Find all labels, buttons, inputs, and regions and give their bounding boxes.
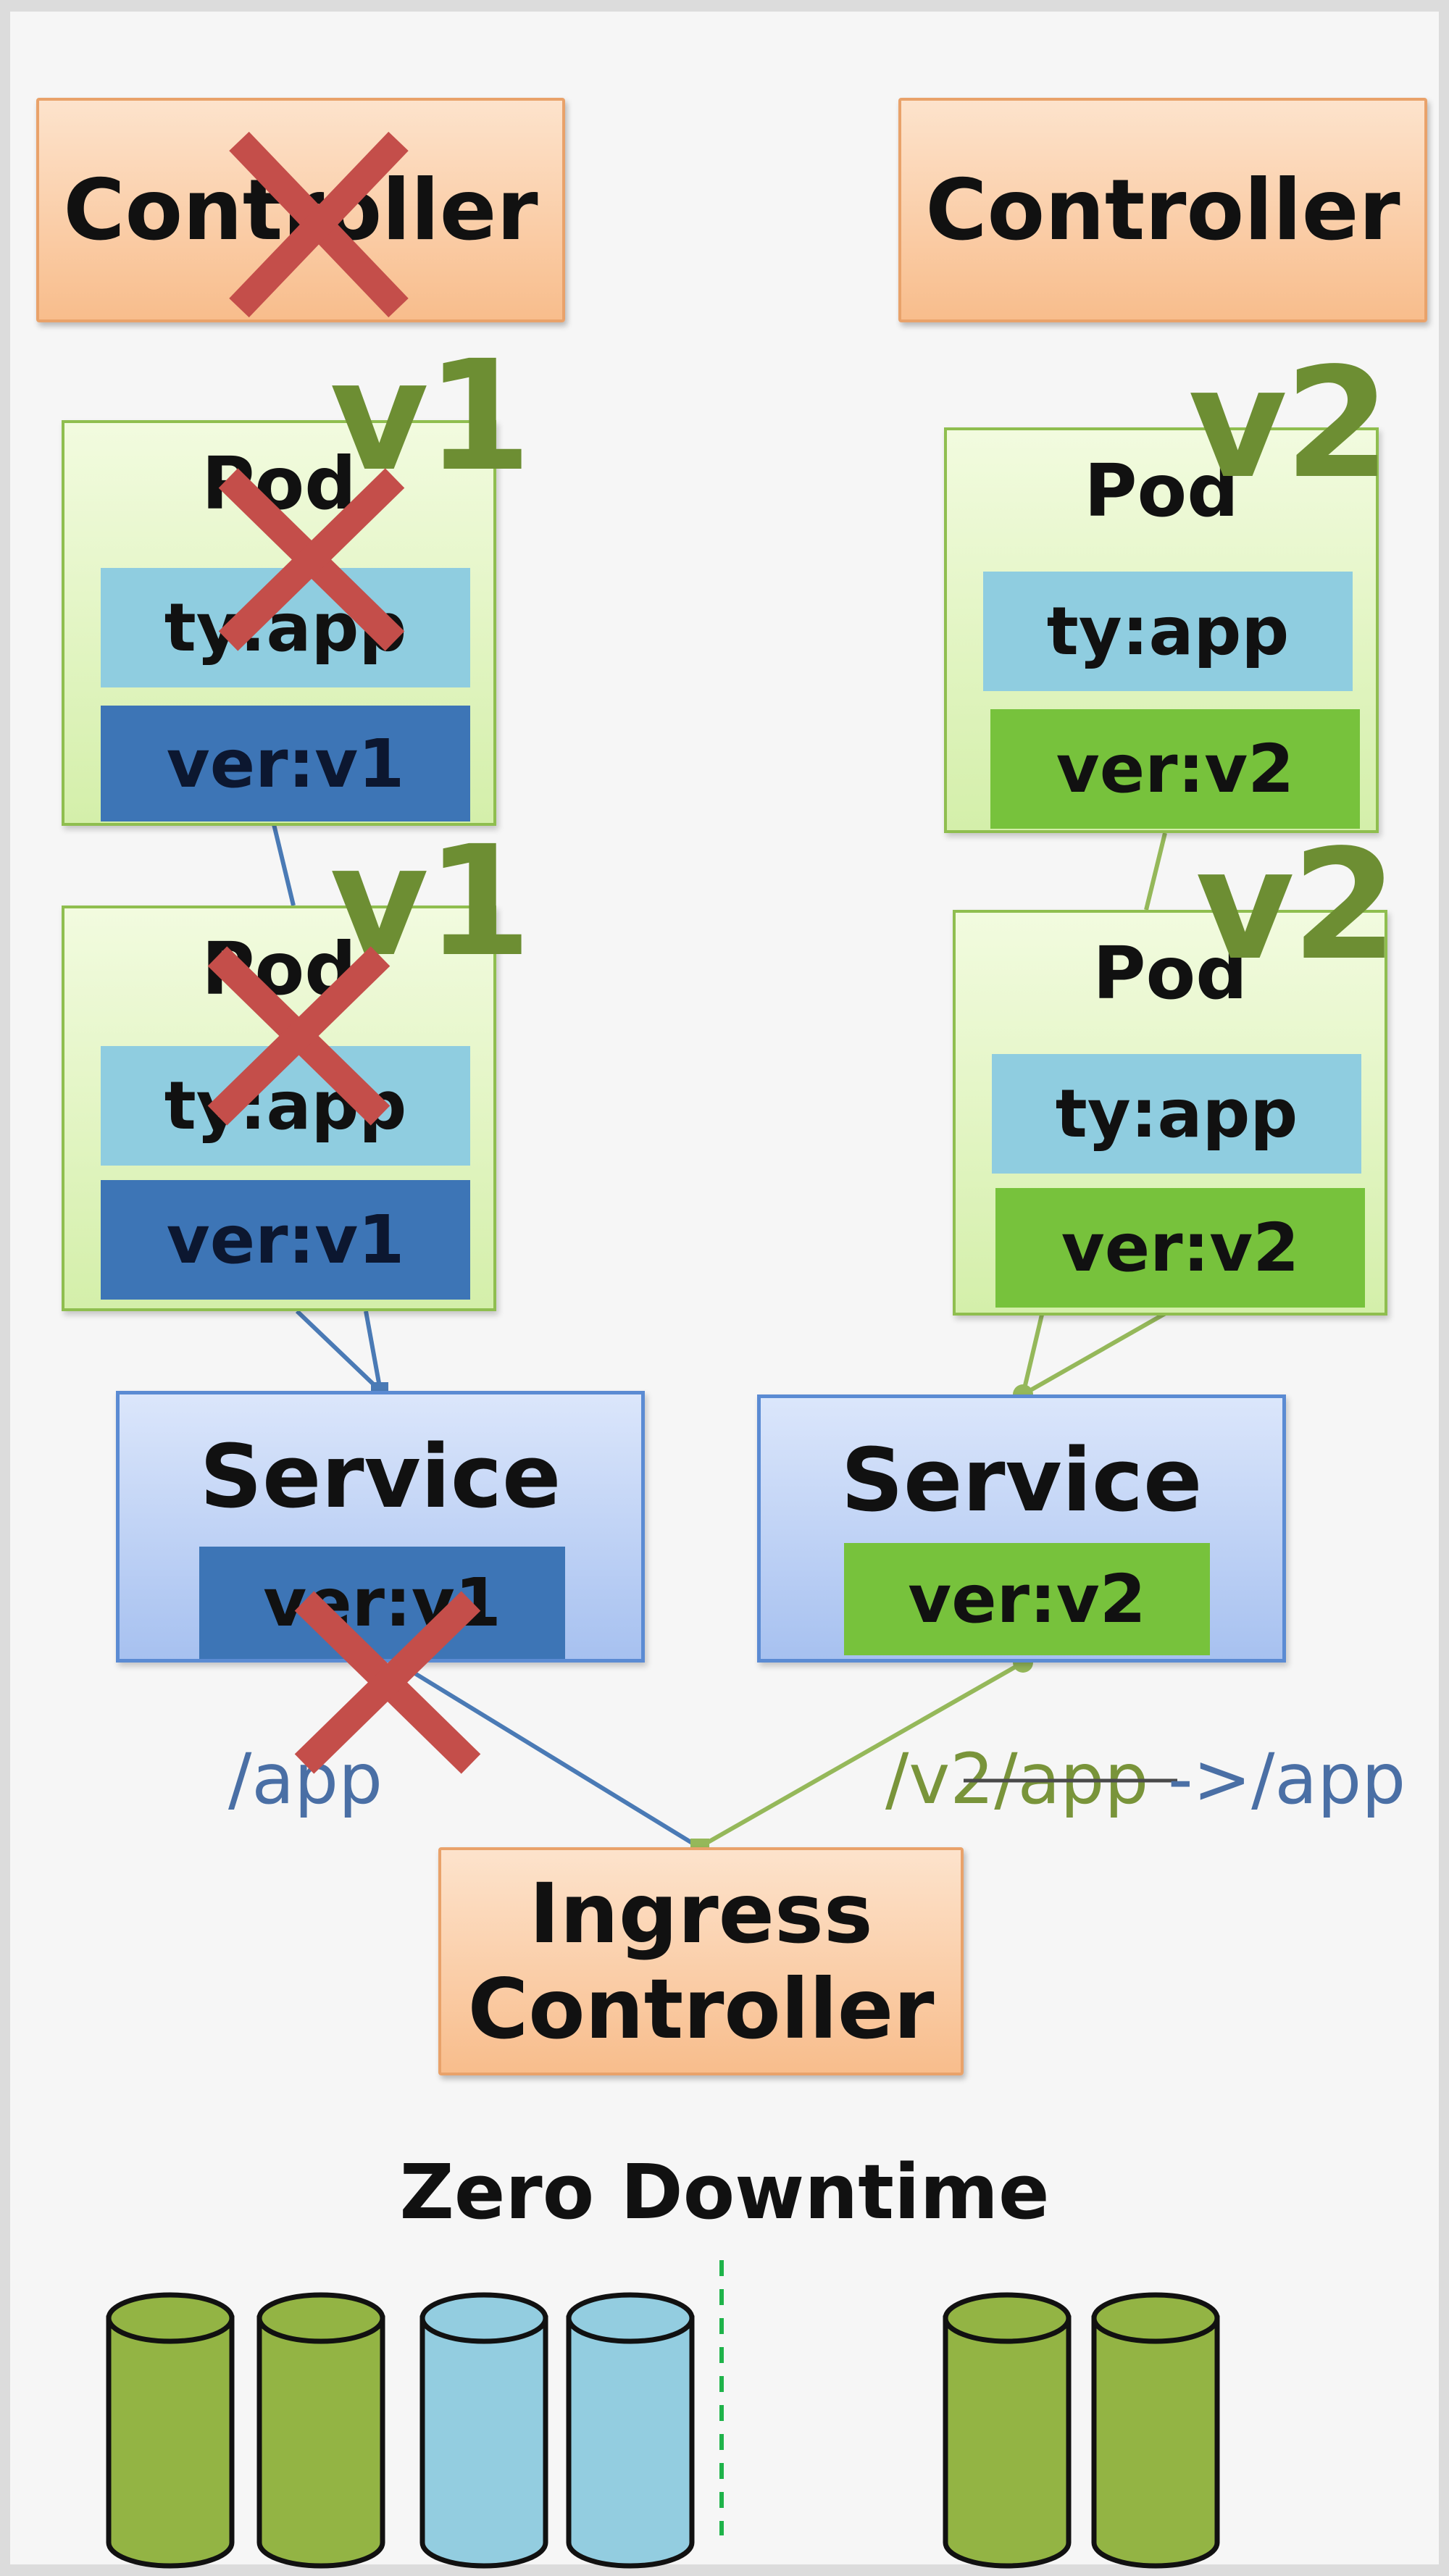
version-marker-v1-bottom: v1 xyxy=(330,813,532,990)
version-label: ver:v2 xyxy=(995,1188,1365,1308)
storage-cylinder-blue xyxy=(566,2292,695,2569)
storage-cylinder-green xyxy=(1091,2292,1220,2569)
ingress-label-line2: Controller xyxy=(467,1960,935,2057)
version-marker-v2-top: v2 xyxy=(1188,335,1390,512)
service-title: Service xyxy=(199,1427,561,1528)
cross-pod-v1-bottom xyxy=(207,946,391,1126)
line-pod-v1-top-to-pod-v1-bottom xyxy=(272,824,296,906)
version-label: ver:v1 xyxy=(101,706,470,821)
storage-cylinder-green xyxy=(943,2292,1072,2569)
service-selector: ver:v2 xyxy=(844,1543,1210,1655)
line-pod-v1-bottom-to-service-v1-b xyxy=(364,1310,383,1392)
version-label: ver:v1 xyxy=(101,1180,470,1300)
line-pod-v2-bottom-to-service-v2-a xyxy=(1021,1314,1044,1395)
line-service-v1-to-ingress xyxy=(390,1657,701,1849)
cross-service-v1 xyxy=(294,1591,481,1774)
controller-v2-box: Controller xyxy=(898,98,1427,322)
line-service-v2-to-ingress xyxy=(698,1660,1024,1849)
line-pod-v1-bottom-to-service-v1-a xyxy=(295,1309,383,1393)
path-label-v2-new: ->/app xyxy=(1168,1739,1406,1820)
pod-v2-bottom: Pod ty:app ver:v2 xyxy=(953,910,1387,1316)
version-marker-v1-top: v1 xyxy=(330,327,532,505)
type-label: ty:app xyxy=(983,572,1353,691)
controller-v2-label: Controller xyxy=(925,161,1400,259)
pod-v2-top: Pod ty:app ver:v2 xyxy=(944,427,1379,833)
pod-title: Pod xyxy=(1084,448,1239,533)
pod-v1-bottom: Pod ty:app ver:v1 xyxy=(62,906,496,1311)
cross-pod-v1-top xyxy=(218,468,405,651)
ingress-controller-box: Ingress Controller xyxy=(438,1847,964,2075)
storage-cylinder-green xyxy=(106,2292,235,2569)
service-title: Service xyxy=(840,1431,1203,1531)
service-v1: Service ver:v1 xyxy=(116,1391,645,1663)
service-v2: Service ver:v2 xyxy=(757,1394,1286,1663)
pod-v1-top: Pod ty:app ver:v1 xyxy=(62,420,496,826)
zero-downtime-caption: Zero Downtime xyxy=(399,2148,1050,2236)
version-marker-v2-bottom: v2 xyxy=(1195,816,1398,994)
storage-cylinder-green xyxy=(256,2292,385,2569)
cross-controller-v1 xyxy=(229,131,409,318)
storage-cylinder-blue xyxy=(419,2292,548,2569)
line-pod-v2-bottom-to-service-v2-b xyxy=(1022,1303,1181,1397)
ingress-label-line1: Ingress xyxy=(529,1865,873,1962)
version-label: ver:v2 xyxy=(990,709,1360,829)
pod-title: Pod xyxy=(1093,931,1248,1016)
type-label: ty:app xyxy=(992,1054,1361,1174)
line-pod-v2-top-to-pod-v2-bottom xyxy=(1144,832,1167,911)
